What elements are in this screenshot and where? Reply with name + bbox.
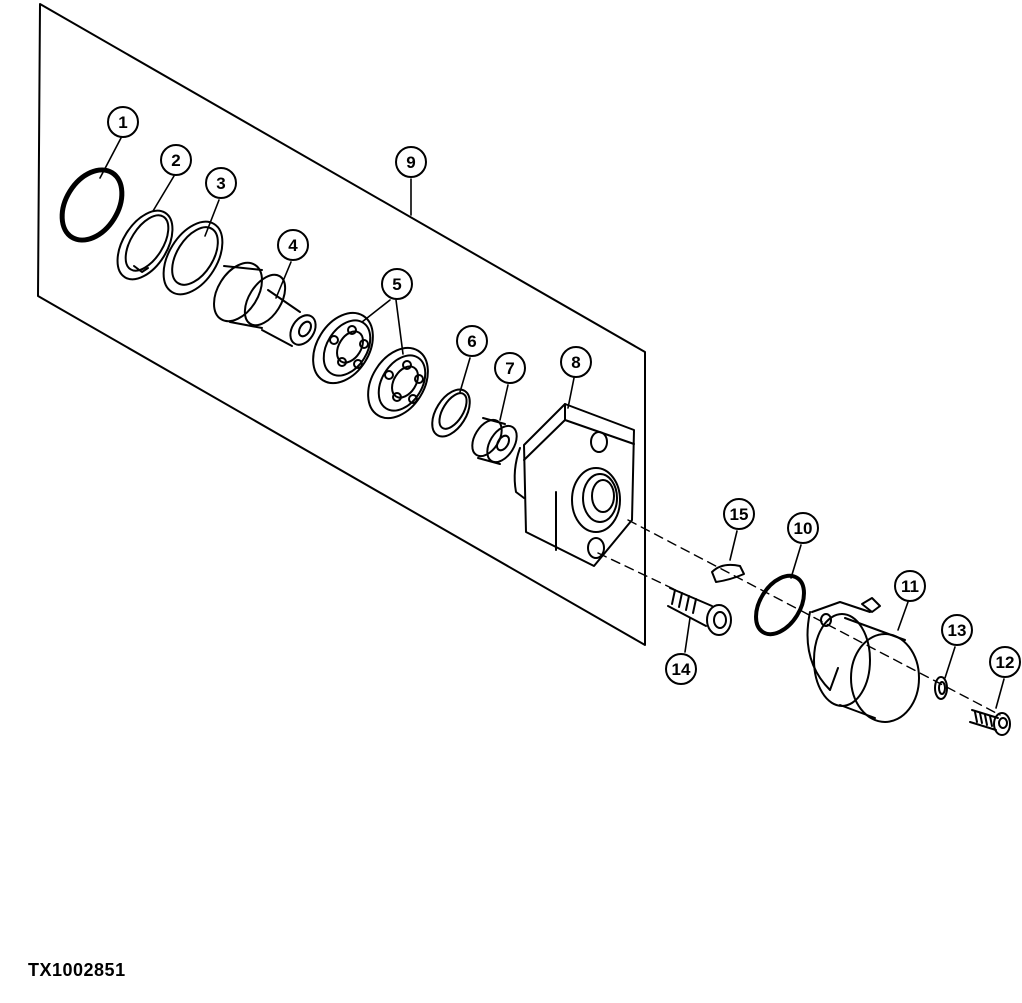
callout-9: 9: [395, 146, 427, 178]
leader-lines: [99, 137, 1005, 709]
callout-5-label: 5: [392, 275, 401, 294]
callout-6-label: 6: [467, 332, 476, 351]
callout-3: 3: [205, 167, 237, 199]
washer-part-3: [162, 220, 224, 296]
cover-part-11: [806, 597, 920, 723]
callout-12: 12: [989, 646, 1021, 678]
o-ring-part-1: [59, 167, 125, 243]
callout-2: 2: [160, 144, 192, 176]
callout-13-label: 13: [948, 621, 967, 640]
callout-9-label: 9: [406, 153, 415, 172]
callout-7: 7: [494, 352, 526, 384]
snap-ring-part-6: [431, 388, 471, 438]
callout-10: 10: [787, 512, 819, 544]
centerlines: [597, 519, 1001, 716]
shaft-part-4: [213, 261, 317, 347]
callout-11-label: 11: [901, 577, 919, 596]
assembly-group-panel: [37, 3, 646, 646]
callout-13: 13: [941, 614, 973, 646]
flange-housing-part-8: [513, 403, 635, 567]
callout-2-label: 2: [171, 151, 180, 170]
callout-4: 4: [277, 229, 309, 261]
callout-1: 1: [107, 106, 139, 138]
bearing-part-5a: [312, 311, 374, 385]
callout-15-label: 15: [730, 505, 749, 524]
screw-part-12: [969, 709, 1011, 736]
figure-id: TX1002851: [28, 960, 126, 980]
snap-ring-part-2: [116, 209, 174, 281]
callout-8-label: 8: [571, 353, 580, 372]
callout-14-label: 14: [672, 660, 691, 679]
callout-11: 11: [894, 570, 926, 602]
callout-12-label: 12: [996, 653, 1015, 672]
callout-1-label: 1: [118, 113, 127, 132]
fitting-part-14: [667, 587, 732, 636]
bushing-part-7: [471, 417, 518, 465]
o-ring-part-10: [754, 573, 806, 637]
callout-5: 5: [381, 268, 413, 300]
callout-3-label: 3: [216, 174, 225, 193]
callout-4-label: 4: [288, 236, 298, 255]
pin-part-15: [711, 563, 745, 583]
callouts: 1 2 3 4 5 6 7 8: [107, 106, 1021, 685]
callout-14: 14: [665, 653, 697, 685]
callout-10-label: 10: [794, 519, 813, 538]
lock-washer-part-13: [934, 676, 948, 700]
bearing-part-5b: [367, 346, 429, 420]
callout-6: 6: [456, 325, 488, 357]
callout-15: 15: [723, 498, 755, 530]
callout-7-label: 7: [505, 359, 514, 378]
callout-8: 8: [560, 346, 592, 378]
